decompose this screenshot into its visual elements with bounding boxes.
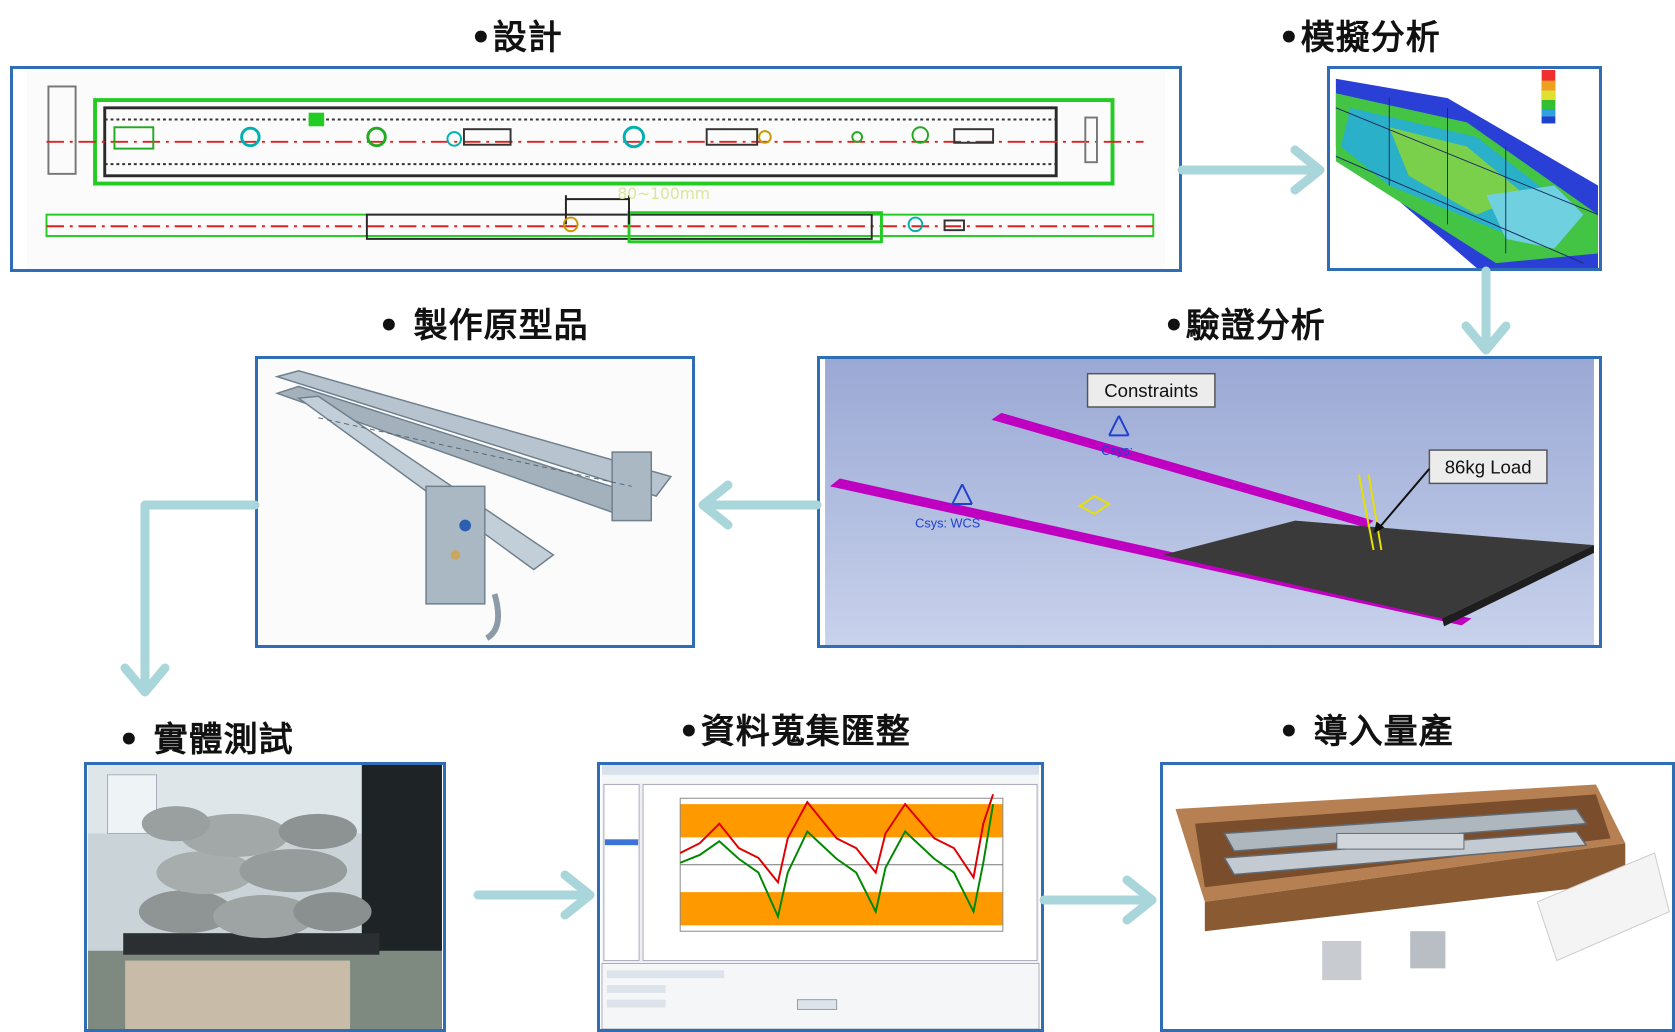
csys-label-upper: Csys:	[1101, 443, 1133, 458]
csys-label-lower: Csys: WCS	[915, 515, 980, 530]
test-data-software	[601, 765, 1040, 1029]
packaged-product-photo	[1165, 765, 1670, 1029]
fea-stress-model	[1331, 69, 1599, 268]
step-label-mass-production: • 導入量產	[1278, 712, 1454, 752]
arrowhead-verification-to-prototype	[698, 480, 733, 530]
design-dimension-note: 80~100mm	[617, 185, 710, 203]
constraints-label: Constraints	[1104, 380, 1198, 401]
prototype-panel	[255, 356, 695, 648]
step-label-simulation: •模擬分析	[1278, 18, 1441, 58]
design-drawing: 80~100mm	[27, 69, 1165, 269]
data-collection-panel	[597, 762, 1044, 1032]
mass-production-panel	[1160, 762, 1675, 1032]
load-test-photo	[88, 765, 442, 1029]
step-label-verification: •驗證分析	[1163, 306, 1326, 346]
step-label-physical-test: • 實體測試	[118, 720, 294, 760]
arrowhead-data-to-mass-production	[1122, 875, 1157, 925]
arrowhead-design-to-simulation	[1290, 145, 1325, 195]
step-label-data-collection: •資料蒐集匯整	[678, 712, 911, 752]
design-drawing-panel: 80~100mm	[10, 66, 1182, 272]
load-label: 86kg Load	[1445, 457, 1532, 478]
arrowhead-prototype-to-physical-test	[120, 663, 170, 697]
arrowhead-physical-test-to-data	[560, 870, 595, 920]
step-label-design: •設計	[470, 18, 563, 58]
physical-test-panel	[84, 762, 446, 1032]
load-constraint-model: Csys: Csys: WCS Constraints 86kg Load	[825, 359, 1594, 645]
prototype-rail-photo	[259, 359, 691, 645]
step-label-prototype: • 製作原型品	[378, 306, 589, 346]
simulation-panel	[1327, 66, 1602, 271]
verification-panel: Csys: Csys: WCS Constraints 86kg Load	[817, 356, 1602, 648]
arrow-prototype-to-physical-test	[140, 500, 260, 695]
arrowhead-simulation-to-verification	[1461, 321, 1511, 355]
